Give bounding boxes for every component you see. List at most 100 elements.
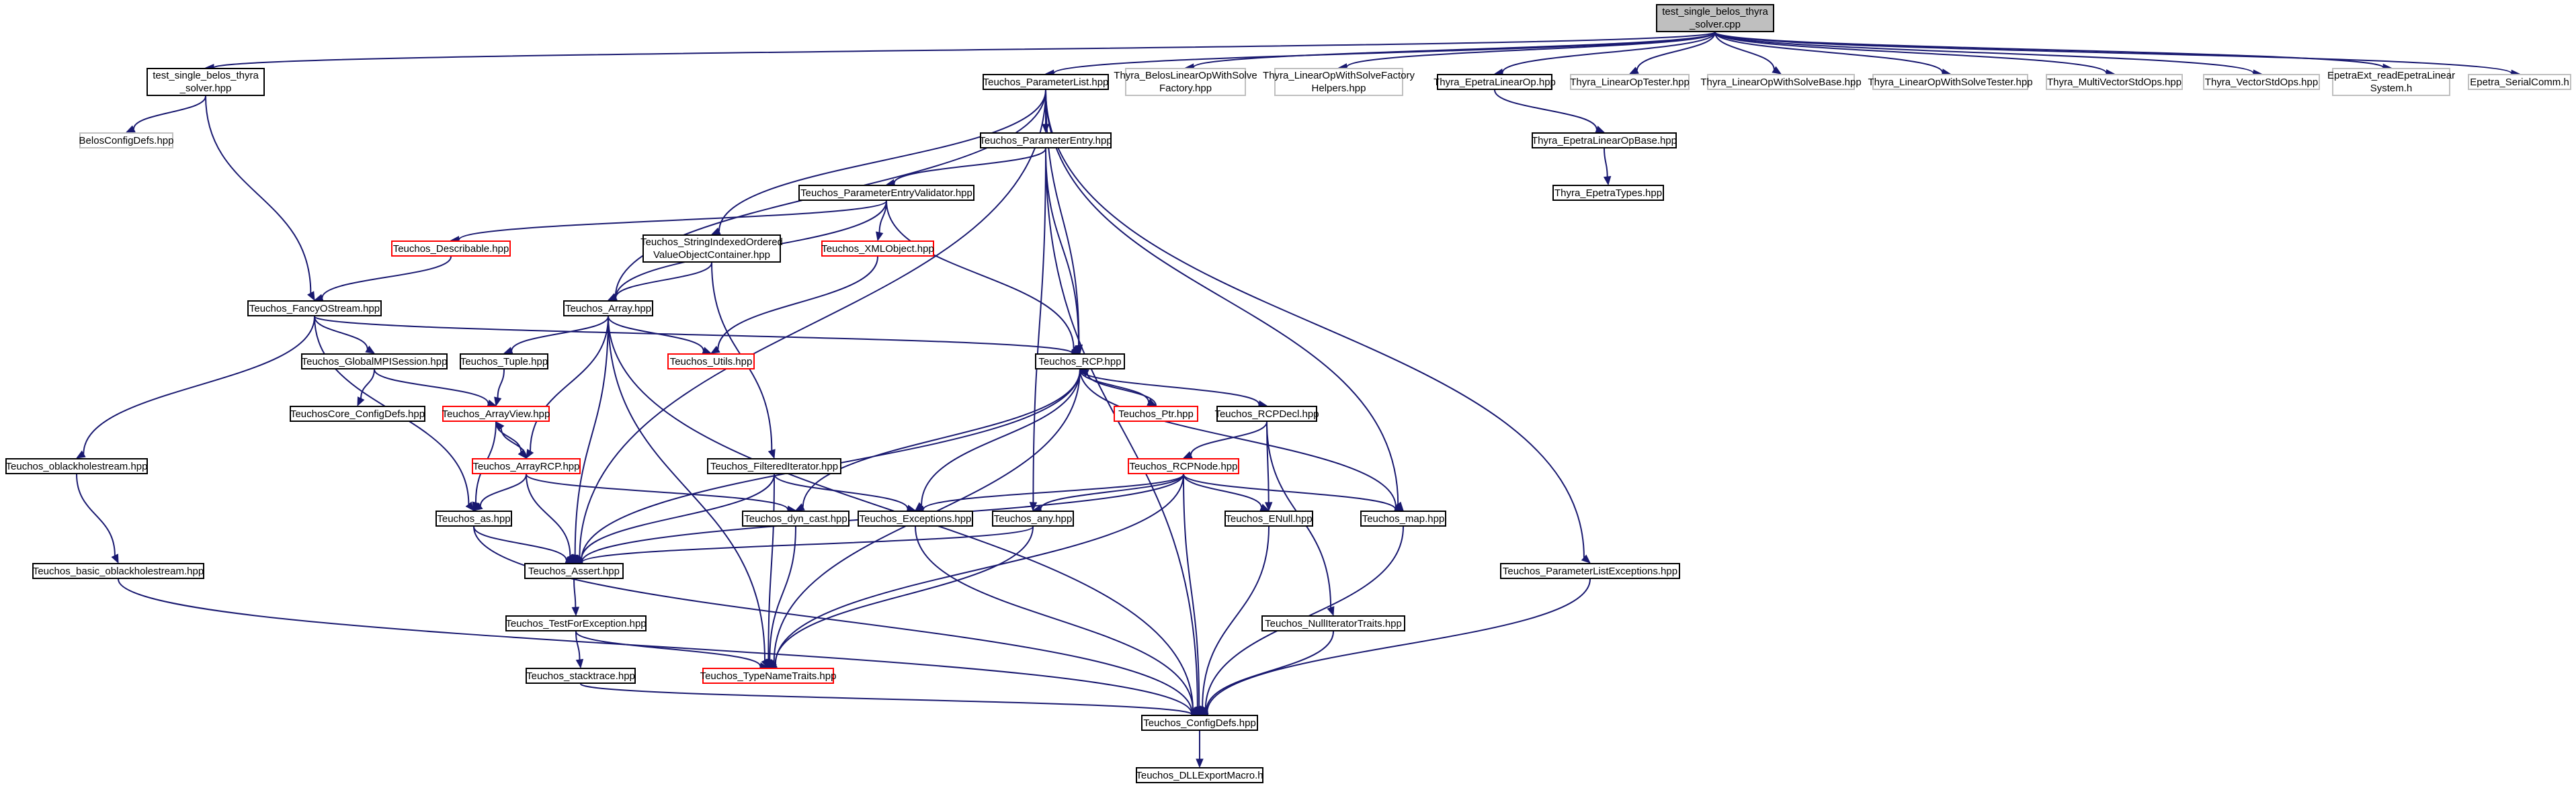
node-vector-ops: Thyra_VectorStdOps.hpp: [2203, 74, 2320, 90]
edge-rcp-to-map: [1079, 369, 1397, 508]
edge-paramlist-to-stringindexed: [718, 89, 1046, 232]
node-describable[interactable]: Teuchos_Describable.hpp: [391, 240, 511, 257]
edge-rcpnode-to-enull: [1183, 474, 1262, 508]
edge-arrowhead: [125, 125, 136, 133]
node-arrayrcp[interactable]: Teuchos_ArrayRCP.hpp: [472, 458, 581, 474]
node-stacktrace[interactable]: Teuchos_stacktrace.hpp: [526, 668, 636, 684]
node-root: test_single_belos_thyra _solver.cpp: [1656, 4, 1774, 32]
edge-pl_exceptions-to-configdefs: [1206, 578, 1591, 713]
edge-as-to-configdefs: [473, 526, 1193, 713]
node-fancyostream[interactable]: Teuchos_FancyOStream.hpp: [247, 300, 382, 316]
node-rcp[interactable]: Teuchos_RCP.hpp: [1035, 353, 1125, 369]
edge-globalmpi-to-arrayview: [374, 369, 489, 404]
edge-arrowhead: [1772, 66, 1782, 75]
edge-root-to-solver_hpp: [213, 32, 1716, 69]
edge-root-to-belos_lows_factory: [1192, 32, 1716, 69]
node-array[interactable]: Teuchos_Array.hpp: [563, 300, 653, 316]
node-assert[interactable]: Teuchos_Assert.hpp: [524, 563, 624, 579]
edge-fancyostream-to-globalmpi: [314, 316, 368, 349]
node-as[interactable]: Teuchos_as.hpp: [435, 511, 512, 527]
edge-param_entry-to-pe_validator: [893, 148, 1046, 183]
edge-basic_oblackhole-to-configdefs: [118, 578, 1193, 714]
edge-solver_hpp-to-fancyostream: [205, 95, 312, 294]
edge-arrowhead: [357, 396, 365, 407]
edge-ptr-to-rcp: [1086, 372, 1157, 406]
edge-arrowhead: [1628, 67, 1639, 75]
edge-stacktrace-to-configdefs: [580, 683, 1193, 715]
edge-filtered_iter-to-exceptions: [774, 474, 909, 509]
edge-root-to-linop_tester: [1636, 32, 1716, 71]
edge-root-to-epetraext_read: [1714, 32, 2384, 69]
node-rcpdecl[interactable]: Teuchos_RCPDecl.hpp: [1214, 406, 1319, 422]
node-enull[interactable]: Teuchos_ENull.hpp: [1224, 511, 1313, 527]
node-testforexception[interactable]: Teuchos_TestForException.hpp: [505, 615, 647, 631]
node-dllexport[interactable]: Teuchos_DLLExportMacro.h: [1136, 767, 1263, 783]
edge-as-to-assert: [473, 526, 567, 561]
edge-arrowhead: [794, 503, 805, 511]
node-lows-base: Thyra_LinearOpWithSolveBase.hpp: [1700, 74, 1862, 90]
edge-arrowhead: [1581, 554, 1591, 564]
edge-paramlist-to-pl_exceptions: [1045, 89, 1585, 558]
edge-arrowhead: [526, 449, 534, 459]
edge-nulliter-to-configdefs: [1206, 631, 1334, 711]
edge-root-to-epetra_linop: [1501, 32, 1716, 73]
node-dyn-cast[interactable]: Teuchos_dyn_cast.hpp: [742, 511, 849, 527]
edge-param_entry-to-any: [1032, 148, 1046, 503]
edge-rcp-to-exceptions: [921, 369, 1081, 506]
edge-arrowhead: [1198, 707, 1209, 715]
node-param-entry[interactable]: Teuchos_ParameterEntry.hpp: [979, 132, 1112, 148]
edge-arrowhead: [767, 449, 776, 459]
edge-param_entry-to-configdefs: [1045, 148, 1198, 707]
edge-globalmpi-to-core_config: [360, 369, 375, 399]
node-any[interactable]: Teuchos_any.hpp: [992, 511, 1074, 527]
node-xmlobject[interactable]: Teuchos_XMLObject.hpp: [821, 240, 934, 257]
node-tuple[interactable]: Teuchos_Tuple.hpp: [460, 353, 548, 369]
node-multivec-ops: Thyra_MultiVectorStdOps.hpp: [2046, 74, 2183, 90]
edge-paramlist-to-map: [1045, 89, 1399, 504]
edge-arrayrcp-to-assert: [526, 474, 571, 556]
edge-tuple-to-arrayview: [497, 369, 505, 398]
edge-arrowhead: [465, 501, 474, 512]
edge-rcpnode-to-map: [1183, 474, 1397, 510]
node-pl-exceptions[interactable]: Teuchos_ParameterListExceptions.hpp: [1500, 563, 1680, 579]
node-epetra-linop[interactable]: Thyra_EpetraLinearOp.hpp: [1434, 74, 1556, 90]
node-rcpnode[interactable]: Teuchos_RCPNode.hpp: [1128, 458, 1239, 474]
edge-rcp-to-dyn_cast: [802, 369, 1081, 507]
edge-paramlist-to-assert: [579, 89, 1046, 558]
edge-rcpnode-to-exceptions: [922, 474, 1184, 510]
node-ptr[interactable]: Teuchos_Ptr.hpp: [1114, 406, 1198, 422]
edge-describable-to-fancyostream: [321, 256, 452, 298]
node-exceptions[interactable]: Teuchos_Exceptions.hpp: [858, 511, 973, 527]
edge-arrowhead: [1264, 502, 1273, 512]
node-paramlist[interactable]: Teuchos_ParameterList.hpp: [983, 74, 1109, 90]
node-belos-lows-factory: Thyra_BelosLinearOpWithSolve Factory.hpp: [1114, 68, 1257, 96]
node-oblackhole[interactable]: Teuchos_oblackholestream.hpp: [5, 458, 148, 474]
edge-arrowhead: [710, 227, 721, 235]
edge-root-to-lows_factory_helpers: [1345, 32, 1716, 68]
node-epetraext-read: EpetraExt_readEpetraLinear System.h: [2327, 68, 2455, 96]
node-nulliter[interactable]: Teuchos_NullIteratorTraits.hpp: [1261, 615, 1405, 631]
node-epetra-linop-base[interactable]: Thyra_EpetraLinearOpBase.hpp: [1532, 132, 1677, 148]
edge-filtered_iter-to-assert: [580, 474, 775, 560]
node-configdefs[interactable]: Teuchos_ConfigDefs.hpp: [1141, 715, 1258, 731]
node-stringindexed[interactable]: Teuchos_StringIndexedOrdered ValueObject…: [640, 234, 783, 263]
node-typenametraits[interactable]: Teuchos_TypeNameTraits.hpp: [700, 668, 836, 684]
node-solver-hpp[interactable]: test_single_belos_thyra _solver.hpp: [147, 68, 265, 96]
edge-array-to-arrayrcp: [530, 316, 609, 451]
node-arrayview[interactable]: Teuchos_ArrayView.hpp: [442, 406, 550, 422]
node-globalmpi[interactable]: Teuchos_GlobalMPISession.hpp: [301, 353, 448, 369]
edge-arrowhead: [1603, 175, 1612, 186]
node-filtered-iter[interactable]: Teuchos_FilteredIterator.hpp: [707, 458, 841, 474]
edge-root-to-vector_ops: [1714, 32, 2255, 74]
edge-root-to-lows_base: [1714, 32, 1775, 70]
node-map[interactable]: Teuchos_map.hpp: [1360, 511, 1446, 527]
node-basic-oblackhole[interactable]: Teuchos_basic_oblackholestream.hpp: [32, 563, 204, 579]
node-epetra-types[interactable]: Thyra_EpetraTypes.hpp: [1552, 185, 1664, 201]
node-pe-validator[interactable]: Teuchos_ParameterEntryValidator.hpp: [798, 185, 974, 201]
edge-arrowhead: [494, 396, 502, 407]
node-core-config[interactable]: TeuchosCore_ConfigDefs.hpp: [290, 406, 425, 422]
edge-arrowhead: [765, 658, 774, 669]
edge-arrowhead: [1182, 451, 1193, 459]
node-utils[interactable]: Teuchos_Utils.hpp: [667, 353, 755, 369]
